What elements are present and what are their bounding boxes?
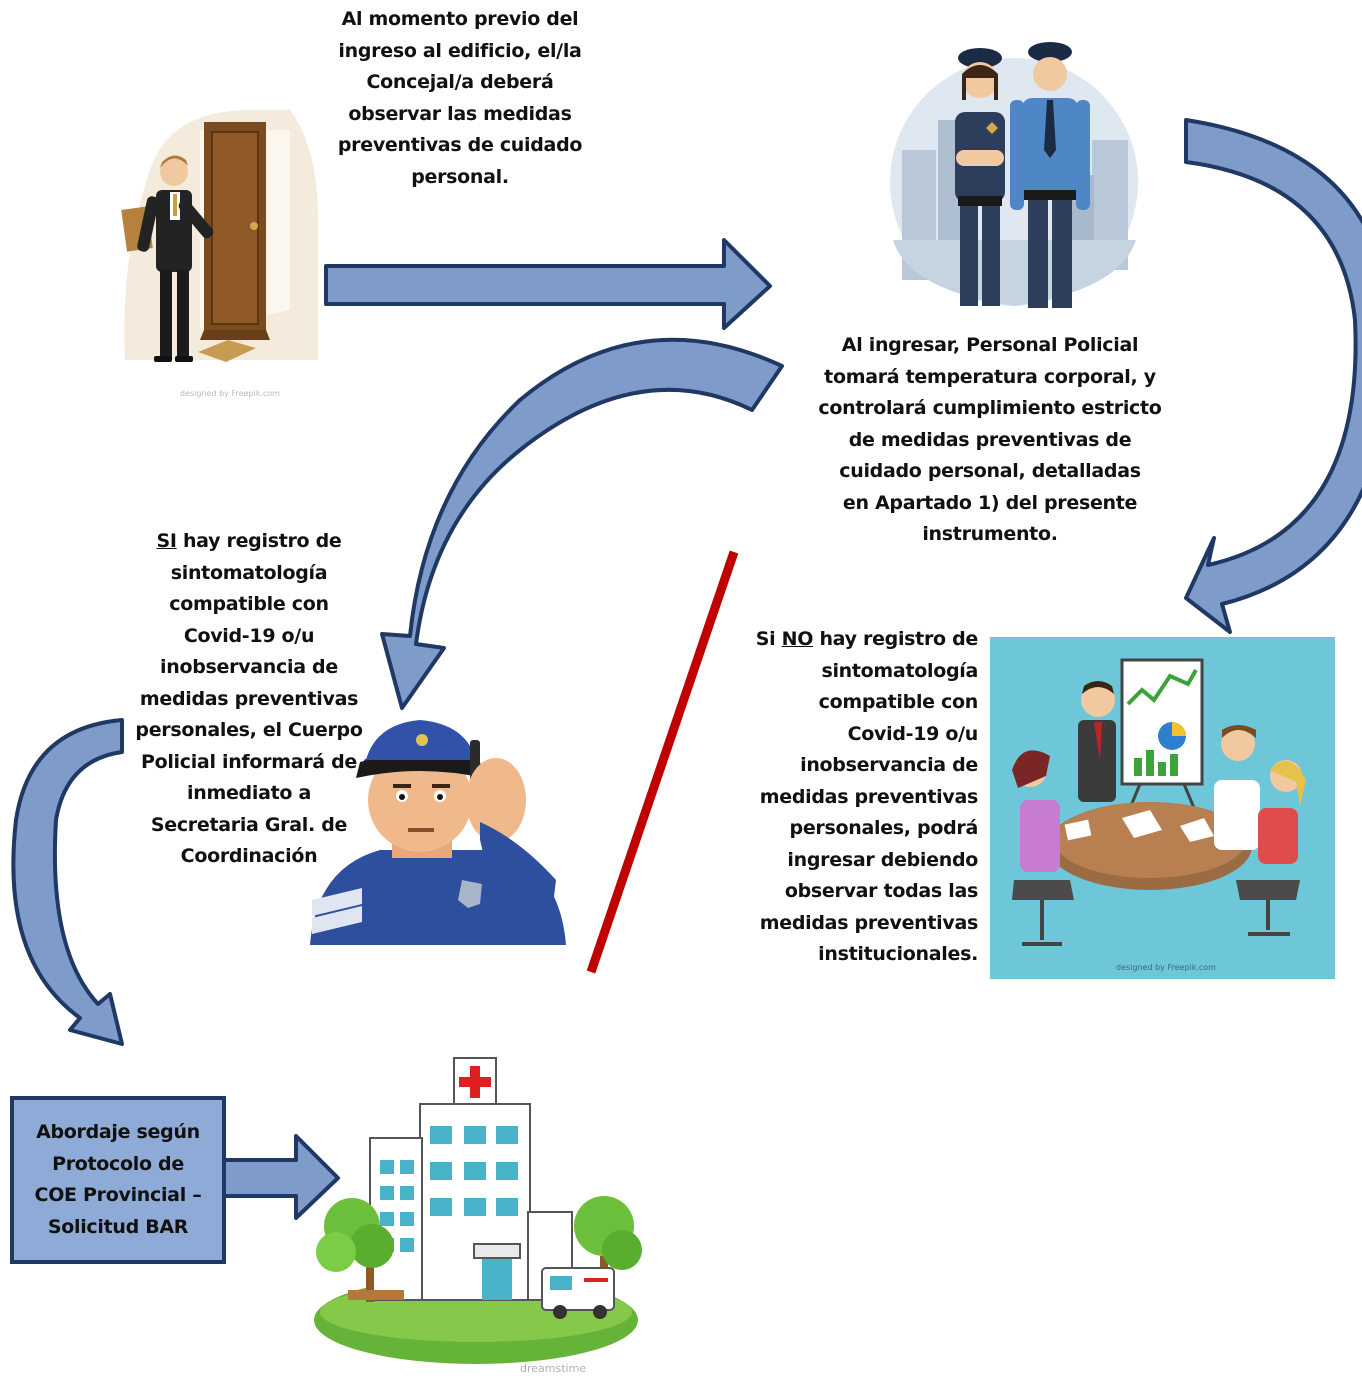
svg-text:dreamstime: dreamstime — [520, 1362, 586, 1375]
arrow-curve-to-no — [1184, 118, 1362, 634]
text-line: COE Provincial – — [34, 1184, 202, 1206]
text-line: inobservancia de — [800, 754, 978, 776]
text-line: tomará temperatura corporal, y — [824, 365, 1156, 388]
svg-text:designed by Freepik.com: designed by Freepik.com — [1116, 963, 1216, 972]
branch-divider-line — [586, 550, 739, 974]
text-line: personales, el Cuerpo — [135, 719, 363, 741]
step-pre-entry-text: Al momento previo del ingreso al edifici… — [300, 4, 620, 193]
door-entry-illustration: designed by Freepik.com — [121, 110, 319, 398]
text-line: personal. — [411, 165, 509, 188]
text-line: compatible con — [818, 691, 979, 713]
arrow-right-main — [324, 238, 772, 330]
text-line: Concejal/a deberá — [366, 71, 554, 93]
text-fragment: hay registro de — [813, 628, 978, 650]
arrow-curve-to-protocol — [11, 718, 124, 1046]
text-line: medidas preventivas — [139, 687, 359, 710]
text-line: Coordinación — [180, 845, 318, 867]
police-radio-illustration — [310, 720, 566, 945]
arrow-right-protocol — [220, 1134, 340, 1220]
text-line: en Apartado 1) del presente — [842, 491, 1138, 514]
protocol-box: Abordaje según Protocolo de COE Provinci… — [10, 1096, 226, 1264]
text-line: observar las medidas — [348, 102, 572, 125]
text-line: instrumento. — [922, 523, 1058, 545]
text-line: inmediato a — [187, 782, 311, 804]
text-line: inobservancia de — [160, 656, 338, 678]
step-police-check-text: Al ingresar, Personal Policial tomará te… — [790, 330, 1190, 551]
text-fragment: Si — [755, 628, 782, 650]
text-line: compatible con — [169, 593, 329, 615]
text-line: Solicitud BAR — [47, 1215, 189, 1238]
no-branch-text: Si NO hay registro de sintomatología com… — [742, 624, 979, 971]
text-line: Covid-19 o/u — [847, 722, 979, 745]
text-line: ingresar debiendo — [787, 848, 978, 871]
meeting-illustration: designed by Freepik.com — [990, 637, 1335, 979]
text-line: Si NO hay registro de — [742, 624, 979, 656]
arrow-curve-to-yes — [380, 337, 784, 710]
svg-text:designed by Freepik.com: designed by Freepik.com — [180, 389, 280, 398]
text-line: Al ingresar, Personal Policial — [841, 334, 1139, 356]
text-line: Abordaje según — [36, 1121, 200, 1143]
text-line: Protocolo de — [52, 1152, 184, 1175]
text-line: de medidas preventivas de — [848, 428, 1132, 451]
text-line: cuidado personal, detalladas — [839, 460, 1141, 482]
text-line: medidas preventivas — [759, 785, 979, 808]
text-line: ingreso al edificio, el/la — [338, 39, 582, 62]
yes-keyword: SI — [156, 530, 177, 552]
text-line: sintomatología — [821, 659, 978, 682]
text-line: personales, podrá — [789, 817, 979, 839]
police-officers-illustration — [890, 42, 1138, 308]
text-line: preventivas de cuidado — [337, 134, 583, 156]
text-line: Al momento previo del — [341, 8, 579, 30]
yes-branch-text: SI hay registro de sintomatología compat… — [118, 526, 380, 873]
text-line: institucionales. — [818, 943, 978, 965]
text-line: observar todas las — [784, 880, 978, 902]
text-line: Secretaria Gral. de — [150, 813, 348, 836]
hospital-illustration: dreamstime — [314, 1057, 642, 1375]
text-line: medidas preventivas — [759, 911, 979, 934]
text-line: controlará cumplimiento estricto — [818, 397, 1162, 419]
text-line: sintomatología — [170, 561, 328, 584]
no-keyword: NO — [781, 628, 814, 650]
text-line: Covid-19 o/u — [183, 624, 315, 647]
text-fragment: hay registro de — [176, 530, 342, 552]
text-line: Policial informará de — [140, 750, 358, 773]
text-line: SI hay registro de — [118, 526, 380, 558]
